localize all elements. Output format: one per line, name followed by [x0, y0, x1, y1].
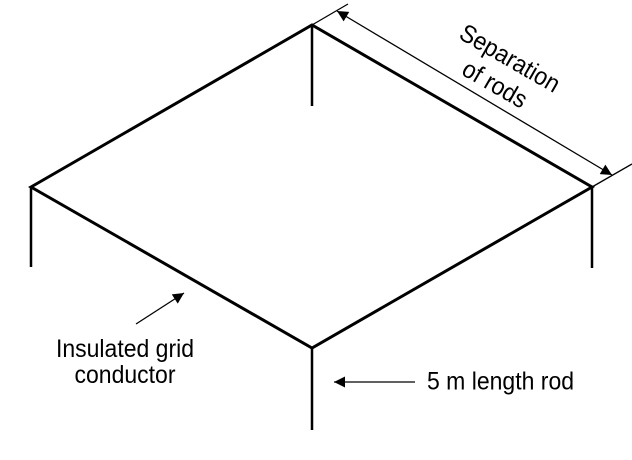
extension-line-top: [311, 3, 349, 26]
separation-dimension-arrow: [336, 10, 613, 176]
insulated-label-line2: conductor: [74, 361, 176, 389]
grid-conductor-pointer-arrow: [135, 292, 185, 325]
rod-length-label: 5 m length rod: [427, 367, 575, 396]
insulated-grid-conductor-label: Insulated grid conductor: [55, 334, 195, 389]
insulated-label-line1: Insulated grid: [55, 334, 195, 363]
extension-line-right: [591, 163, 632, 188]
